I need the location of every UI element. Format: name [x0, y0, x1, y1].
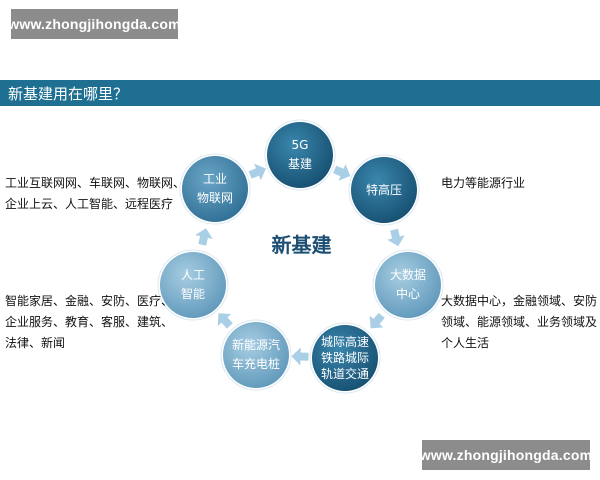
flow-arrow	[248, 163, 266, 181]
description-left-bottom: 智能家居、金融、安防、医疗、 企业服务、教育、客服、建筑、 法律、新闻	[5, 291, 173, 354]
node-ev-charging-circle	[223, 322, 289, 388]
description-right-top: 电力等能源行业	[441, 173, 525, 194]
flow-arrow	[195, 228, 213, 246]
flow-arrow	[291, 347, 309, 366]
node-label-line: 智能	[180, 287, 205, 301]
node-5g-circle	[267, 122, 333, 188]
watermark-bottom: www.zhongjihongda.com	[420, 440, 592, 470]
flow-arrow	[217, 313, 233, 329]
node-ai-label: 人工智能	[160, 252, 226, 318]
page-title: 新基建用在哪里？	[0, 80, 600, 106]
center-label: 新基建	[271, 233, 332, 257]
node-label-line: 车充电桩	[231, 357, 280, 371]
watermark-top: www.zhongjihongda.com	[8, 9, 181, 39]
flow-arrow	[387, 228, 405, 247]
node-intercity-rail-label: 城际高速铁路城际轨道交通	[312, 325, 378, 391]
node-ev-charging-label: 新能源汽车充电桩	[223, 322, 289, 388]
node-label-line: 物联网	[196, 191, 233, 205]
node-ai-circle	[160, 252, 226, 318]
node-iiot-circle	[182, 156, 248, 222]
node-label-line: 铁路城际	[320, 351, 369, 365]
node-label-line: 基建	[287, 157, 312, 171]
flow-arrow	[369, 312, 385, 329]
node-5g-label: 5G 基建	[267, 122, 333, 188]
description-line: 企业服务、教育、客服、建筑、	[5, 315, 174, 329]
description-line: 大数据中心，金融领域、安防	[441, 294, 598, 308]
node-label-line: 特高压	[365, 182, 402, 197]
node-uhv-label: 特高压	[351, 157, 417, 223]
node-label-line: 中心	[395, 287, 420, 301]
node-intercity-rail-circle	[312, 325, 378, 391]
node-bigdata-label: 大数据中心	[375, 252, 441, 318]
node-label-line: 人工	[180, 268, 205, 282]
description-line: 电力等能源行业	[441, 176, 526, 190]
node-label-line: 轨道交通	[320, 367, 369, 381]
description-line: 企业上云、人工智能、远程医疗	[5, 197, 174, 211]
node-iiot-label: 工业物联网	[182, 156, 248, 222]
node-label-line: 5G	[291, 138, 309, 152]
node-label-line: 大数据	[389, 268, 426, 282]
description-line: 工业互联网网、车联网、物联网、	[5, 176, 186, 190]
node-uhv-circle	[351, 157, 417, 223]
node-label-line: 工业	[202, 172, 227, 186]
description-line: 个人生活	[441, 336, 490, 350]
description-right-bottom: 大数据中心，金融领域、安防 领域、能源领域、业务领域及 个人生活	[441, 291, 597, 354]
node-label-line: 城际高速	[320, 335, 369, 349]
description-left-top: 工业互联网网、车联网、物联网、 企业上云、人工智能、远程医疗	[5, 173, 185, 215]
node-bigdata-circle	[375, 252, 441, 318]
flow-arrow	[333, 164, 351, 181]
description-line: 法律、新闻	[5, 336, 66, 350]
description-line: 领域、能源领域、业务领域及	[441, 315, 598, 329]
description-line: 智能家居、金融、安防、医疗、	[5, 294, 174, 308]
node-label-line: 新能源汽	[231, 338, 280, 352]
